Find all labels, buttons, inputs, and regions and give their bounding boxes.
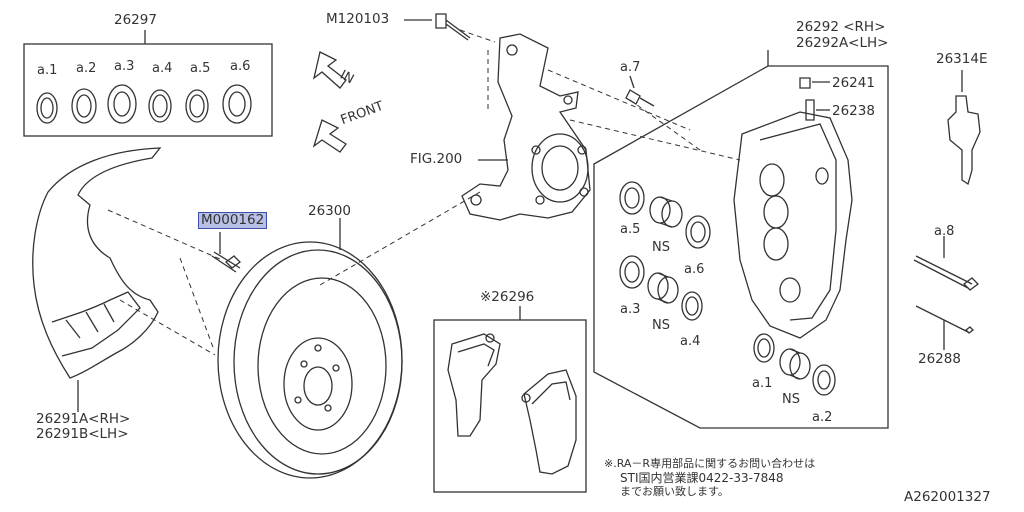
label-seal-a3: a.3 xyxy=(114,59,135,74)
seal-rings xyxy=(36,84,252,124)
piston-ns-1 xyxy=(649,196,683,228)
pin-a8 xyxy=(913,255,979,291)
label-a7: a.7 xyxy=(620,60,641,75)
label-cover-rh: 26291A<RH> xyxy=(36,411,131,427)
label-pad-clip: 26314E xyxy=(936,51,988,67)
label-ns-2: NS xyxy=(652,318,670,333)
seal-a3 xyxy=(619,255,645,289)
label-a1-caliper: a.1 xyxy=(752,376,773,391)
label-knuckle-ref: FIG.200 xyxy=(410,151,463,167)
in-arrow-icon xyxy=(312,51,347,89)
caliper-body xyxy=(733,111,853,339)
pad-clip xyxy=(947,95,981,186)
label-bleeder-cap: 26241 xyxy=(832,75,875,91)
label-pad-kit: ※26296 xyxy=(480,289,535,305)
label-caliper-rh: 26292 <RH> xyxy=(796,19,886,35)
note-line-2: STI国内営業課0422-33-7848 xyxy=(620,471,784,485)
label-a4-caliper: a.4 xyxy=(680,334,701,349)
bolt-m000162 xyxy=(211,251,241,273)
dust-cover xyxy=(32,147,162,379)
label-caliper-lh: 26292A<LH> xyxy=(796,35,889,51)
label-seal-a4: a.4 xyxy=(152,61,173,76)
brake-pad-2 xyxy=(521,369,577,475)
label-a8: a.8 xyxy=(934,224,955,239)
bolt-a7 xyxy=(625,89,655,107)
seal-a2 xyxy=(812,364,836,396)
seal-a6 xyxy=(685,215,711,249)
label-seal-kit: 26297 xyxy=(114,12,157,28)
front-arrow-icon xyxy=(312,119,347,153)
label-bleeder-screw: 26238 xyxy=(832,103,875,119)
label-a2-caliper: a.2 xyxy=(812,410,833,425)
brake-pad-1 xyxy=(447,333,501,437)
caliper-frame xyxy=(593,65,889,429)
piston-ns-3 xyxy=(779,348,811,380)
seal-a5 xyxy=(619,181,645,215)
label-bolt-m000162: M000162 xyxy=(198,212,268,229)
bleeder-cap xyxy=(799,77,811,89)
diagram-id: A262001327 xyxy=(904,489,991,505)
brake-rotor xyxy=(217,241,403,479)
label-seal-a1: a.1 xyxy=(37,63,58,78)
label-a3-caliper: a.3 xyxy=(620,302,641,317)
label-seal-a6: a.6 xyxy=(230,59,251,74)
label-ns-1: NS xyxy=(652,240,670,255)
label-a6-caliper: a.6 xyxy=(684,262,705,277)
pad-kit-box xyxy=(433,319,587,493)
seal-a1 xyxy=(753,333,775,363)
seal-a4 xyxy=(681,291,703,321)
label-a5-caliper: a.5 xyxy=(620,222,641,237)
bolt-m120103 xyxy=(435,13,471,41)
label-cover-lh: 26291B<LH> xyxy=(36,426,129,442)
label-seal-a5: a.5 xyxy=(190,61,211,76)
label-pin-26288: 26288 xyxy=(918,351,961,367)
pin-26288 xyxy=(915,305,974,334)
note-line-1: ※.RA－R専用部品に関するお問い合わせは xyxy=(604,457,816,470)
seal-kit-box xyxy=(23,43,273,137)
note-line-3: までお願い致します。 xyxy=(620,485,729,498)
label-bolt-m120103: M120103 xyxy=(326,11,390,27)
piston-ns-2 xyxy=(647,272,679,304)
steering-knuckle xyxy=(461,33,591,221)
bleeder-screw xyxy=(805,99,815,121)
label-ns-3: NS xyxy=(782,392,800,407)
label-rotor: 26300 xyxy=(308,203,351,219)
label-seal-a2: a.2 xyxy=(76,61,97,76)
